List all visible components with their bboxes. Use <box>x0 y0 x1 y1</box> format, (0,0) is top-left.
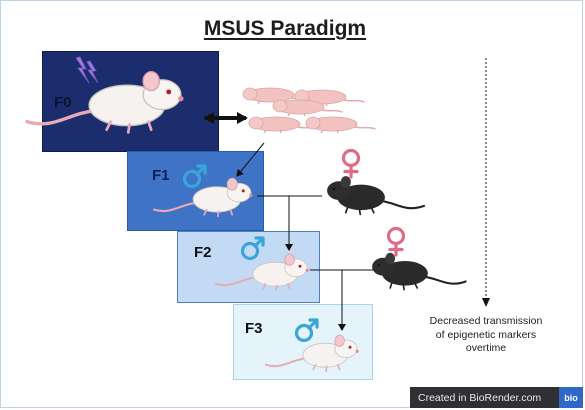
male-icon <box>294 318 319 343</box>
black-mouse-icon <box>371 251 467 291</box>
white-mouse-icon <box>25 69 186 135</box>
female-icon <box>341 148 361 179</box>
biorender-logo-icon: bio <box>559 387 583 408</box>
pup-icon <box>305 116 376 134</box>
female-icon <box>386 226 406 257</box>
decrease-arrowhead <box>482 298 490 307</box>
biorender-badge[interactable]: Created in BioRender.com bio <box>410 387 583 408</box>
badge-text: Created in BioRender.com <box>418 391 542 404</box>
black-mouse-icon <box>326 175 426 216</box>
male-icon <box>240 236 265 261</box>
generation-label-f3: F3 <box>245 320 263 337</box>
decrease-caption: Decreased transmission of epigenetic mar… <box>429 315 543 354</box>
white-mouse-icon <box>214 253 310 292</box>
lightning-icon <box>75 56 99 84</box>
generation-f0-box <box>42 51 219 152</box>
generation-label-f0: F0 <box>54 94 72 111</box>
white-mouse-icon <box>264 334 360 373</box>
page-title: MSUS Paradigm <box>203 17 367 40</box>
pups-to-f1-arrow <box>236 142 265 177</box>
generation-label-f2: F2 <box>194 244 212 261</box>
generation-label-f1: F1 <box>152 167 170 184</box>
male-icon <box>182 164 207 189</box>
